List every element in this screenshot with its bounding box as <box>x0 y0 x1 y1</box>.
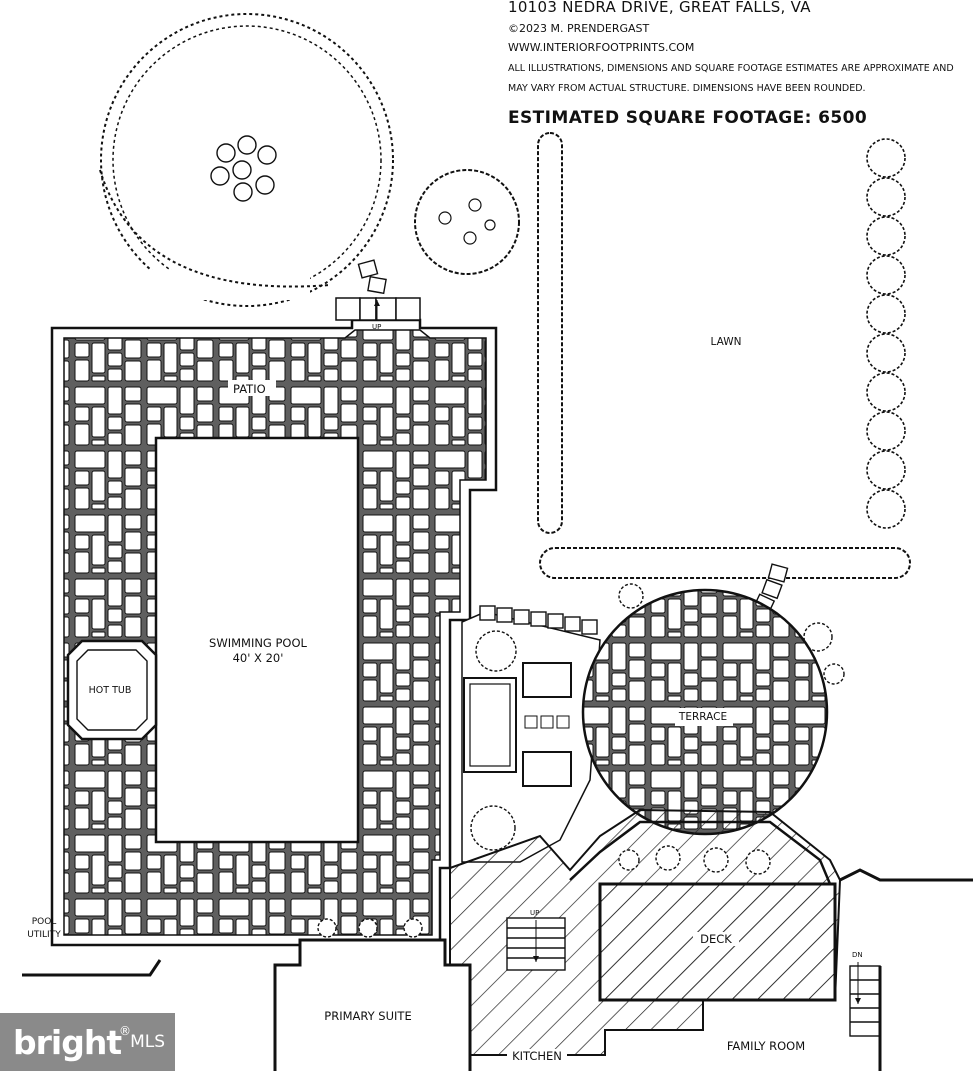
hedge-right-shrubs <box>866 138 906 529</box>
house-outline <box>273 938 472 1071</box>
hedge-bottom <box>539 547 911 579</box>
kitchen-label: KITCHEN <box>507 1049 567 1063</box>
watermark-mark-icon: ® <box>119 1024 131 1038</box>
deck-label: DECK <box>693 932 739 946</box>
down-arrow-label: DN <box>852 951 863 959</box>
up-arrow-label-deck: UP <box>530 909 540 917</box>
hot-tub-label: HOT TUB <box>88 685 132 696</box>
bright-mls-watermark: bright ® MLS <box>0 1013 175 1071</box>
hot-tub <box>66 639 158 741</box>
up-arrow-label-top: UP <box>372 323 382 331</box>
watermark-suffix: MLS <box>130 1032 166 1052</box>
disclaimer-text: ALL ILLUSTRATIONS, DIMENSIONS AND SQUARE… <box>508 63 954 94</box>
copyright-notice: ©2023 M. PRENDERGAST <box>508 22 650 35</box>
pool-utility-label: POOL UTILITY <box>27 917 61 940</box>
large-tree <box>414 169 520 275</box>
property-address: 10103 NEDRA DRIVE, GREAT FALLS, VA <box>508 0 811 16</box>
shrub-ring-inner <box>112 25 382 295</box>
primary-suite-label: PRIMARY SUITE <box>324 1009 412 1023</box>
terrace-label: TERRACE <box>678 711 728 723</box>
planter-blocks <box>479 605 598 635</box>
website-link[interactable]: WWW.INTERIORFOOTPRINTS.COM <box>508 41 695 54</box>
swimming-pool <box>154 436 360 844</box>
square-footage: ESTIMATED SQUARE FOOTAGE: 6500 <box>508 108 868 128</box>
pool-size-label: 40' X 20' <box>232 651 284 665</box>
family-room-label: FAMILY ROOM <box>718 1039 814 1053</box>
top-steps <box>335 297 421 321</box>
lawn-label: LAWN <box>710 336 742 348</box>
down-stairs <box>849 965 881 1037</box>
pool-name-label: SWIMMING POOL <box>209 636 307 650</box>
shrub-ring-outer <box>100 13 394 307</box>
patio-label: PATIO <box>233 382 266 396</box>
tree-cluster <box>210 135 277 202</box>
watermark-brand: bright <box>13 1022 122 1062</box>
hedge-left <box>537 132 563 534</box>
